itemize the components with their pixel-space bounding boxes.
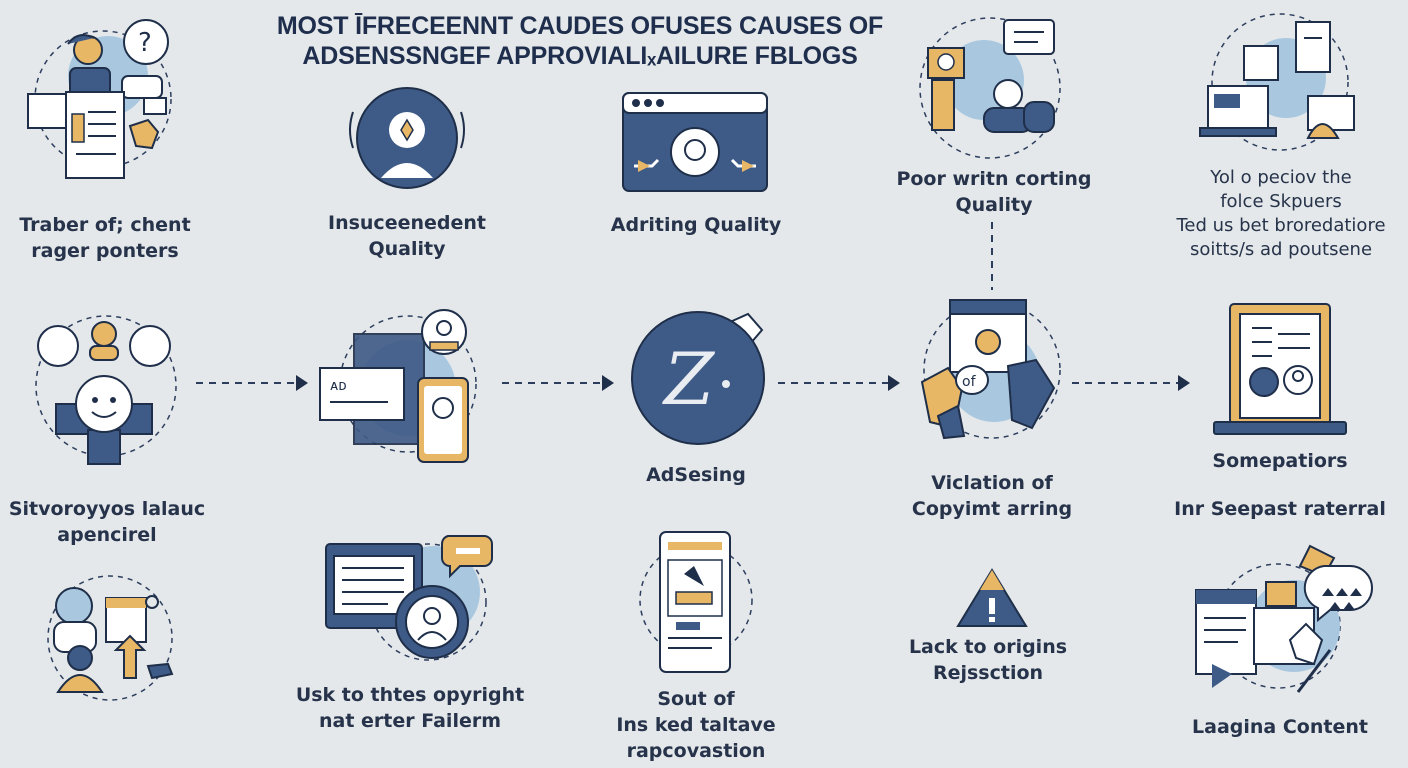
title-line-1: MOST ĪFRECEENNT CAUDES OFUSES CAUSES OF [276,12,884,40]
title-line-2: ADSENSSNGEF APPROVIALIₓAILURE FBLOGS [302,42,858,70]
svg-text:Z: Z [662,337,716,421]
documents-phone-icon: ᴀᴅ [318,308,478,464]
tablet-profile-icon [1212,302,1348,438]
label-r1c3: Adriting Quality [610,214,782,236]
adsense-z-logo-icon: Z [630,306,774,446]
monitor-profile-icon [318,530,498,664]
arrowhead-2 [602,375,614,391]
people-chat-icon [914,10,1064,166]
smiley-network-icon [30,304,180,468]
svg-text:ᴀᴅ: ᴀᴅ [330,378,347,394]
label-r2c5: Somepatiors [1212,450,1348,472]
svg-text:?: ? [138,28,152,58]
warning-triangle-icon [956,568,1028,630]
label-r3c5: Laagina Content [1192,716,1368,738]
laptop-documents-icon [1196,8,1356,158]
arrowhead-4 [1178,375,1190,391]
person-documents-icon: ? [27,14,178,184]
svg-text:of: of [962,374,977,390]
content-chat-icon [1194,544,1376,694]
label-r2c3: AdSesing [646,464,746,486]
mobile-app-icon [639,530,756,676]
lightbulb-head-icon [345,82,469,192]
arrowhead-1 [296,375,308,391]
team-growth-icon [34,572,184,702]
copyright-violation-icon: of [912,296,1072,446]
label-r2c5b: Inr Seepast raterral [1174,498,1386,520]
arrowhead-3 [888,375,900,391]
browser-window-icon [622,92,768,192]
